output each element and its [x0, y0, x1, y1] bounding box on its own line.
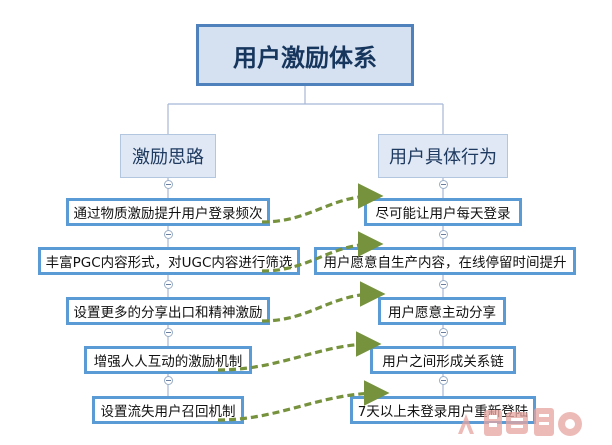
collapse-icon[interactable]	[164, 230, 173, 239]
left-item: 设置更多的分享出口和精神激励	[66, 297, 270, 325]
root-title: 用户激励体系	[196, 24, 414, 86]
arrow-1	[261, 183, 384, 224]
collapse-icon[interactable]	[439, 376, 448, 385]
left-item: 通过物质激励提升用户登录频次	[66, 198, 270, 226]
collapse-icon[interactable]	[164, 280, 173, 289]
watermark-logo	[458, 408, 582, 436]
arrow-3	[261, 281, 386, 323]
right-item: 用户之间形成关系链	[370, 346, 516, 374]
left-item: 丰富PGC内容形式，对UGC内容进行筛选	[38, 247, 300, 275]
collapse-icon[interactable]	[439, 180, 448, 189]
collapse-icon[interactable]	[439, 230, 448, 239]
collapse-icon[interactable]	[439, 280, 448, 289]
collapse-icon[interactable]	[439, 328, 448, 337]
arrow-2	[261, 231, 384, 273]
right-item: 用户愿意主动分享	[378, 297, 506, 325]
collapse-icon[interactable]	[164, 376, 173, 385]
left-category-title: 激励思路	[120, 134, 216, 178]
right-category-title: 用户具体行为	[378, 134, 508, 178]
arrow-4	[217, 331, 382, 372]
arrow-5	[217, 380, 390, 422]
right-item: 用户愿意自生产内容，在线停留时间提升	[314, 247, 576, 275]
right-item: 尽可能让用户每天登录	[364, 198, 522, 226]
collapse-icon[interactable]	[164, 328, 173, 337]
right-item: 7天以上未登录用户重新登陆	[350, 396, 536, 424]
collapse-icon[interactable]	[164, 180, 173, 189]
